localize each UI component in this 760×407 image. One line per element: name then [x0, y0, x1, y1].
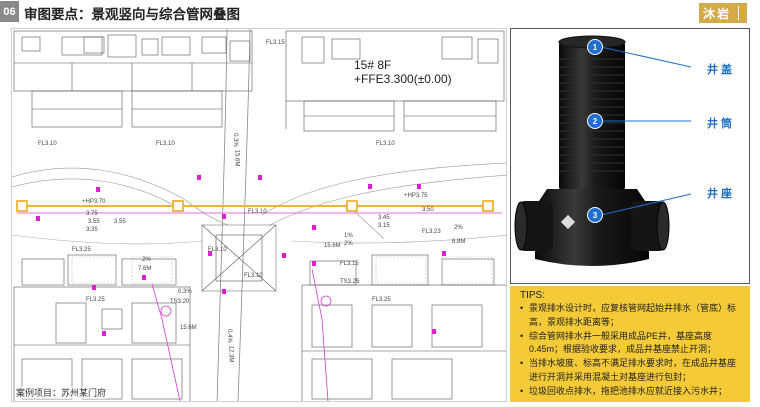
elevation-label: FL3.25: [372, 297, 391, 303]
project-label: 案例项目：苏州某门府: [16, 386, 107, 399]
tips-item: 综合管网排水井一般采用成品PE井，基座高度0.45m；根据验收要求，成品井基座禁…: [520, 330, 742, 358]
road-slope-label: 0.4%: [225, 329, 232, 343]
distance-label: 6.8M: [452, 239, 466, 245]
high-point-label: +HP3.70: [82, 199, 106, 205]
slide-header: 06 审图要点：景观竖向与综合管网叠图 沐岩: [0, 0, 760, 24]
spot-level: 3.45: [378, 215, 390, 221]
road-distance-label: 15.6M: [233, 149, 240, 167]
pe-manhole-photo-panel: 1 2 3 井盖 井筒 井座: [510, 28, 750, 284]
elevation-label: FL3.15: [340, 261, 359, 267]
elevation-label: FL3.25: [72, 247, 91, 253]
building-ffe-label: +FFE3.300(±0.00): [354, 72, 452, 86]
spot-level: 3.35: [86, 227, 98, 233]
tips-list: 景观排水设计时，应复核管网起始井排水（管底）标高，景观排水距离等； 综合管网排水…: [520, 302, 742, 399]
spot-level: 3.15: [378, 223, 390, 229]
callout-label-base: 井座: [707, 188, 735, 200]
slope-label: 1%: [344, 233, 353, 239]
slope-label: 2%: [454, 225, 463, 231]
brand-logo: 沐岩: [699, 3, 747, 23]
spot-level: 3.55: [114, 219, 126, 225]
road-slope-label: 0.3%: [231, 133, 238, 147]
site-plan-drawing: 15# 8F +FFE3.300(±0.00) FL3.15 FL3.10 FL…: [11, 28, 507, 402]
logo-mark-icon: [738, 6, 745, 20]
callout-label-shaft: 井筒: [707, 118, 735, 130]
slope-label: 2%: [344, 241, 353, 247]
slide-title: 审图要点：景观竖向与综合管网叠图: [24, 7, 240, 22]
distance-label: 7.6M: [138, 266, 152, 272]
tips-item: 垃圾回收点排水，拖把池排水应就近接入污水井；: [520, 385, 742, 399]
callout-number-base: 3: [587, 207, 603, 223]
elevation-label: TS3.20: [170, 299, 190, 305]
elevation-label: FL3.10: [248, 209, 267, 215]
elevation-label: FL3.10: [208, 247, 227, 253]
elevation-label: FL3.10: [376, 141, 395, 147]
slope-label: 2%: [142, 257, 151, 263]
elevation-label: TS3.25: [340, 279, 360, 285]
spot-level: 3.50: [422, 207, 434, 213]
spot-level: 3.75: [86, 211, 98, 217]
slope-label: 0.3%: [178, 289, 192, 295]
site-plan-linework: [12, 29, 506, 401]
road-distance-label: 12.3M: [227, 345, 234, 363]
distance-label: 15.6M: [324, 243, 341, 249]
tips-title: TIPS:: [520, 290, 546, 301]
callout-number-shaft: 2: [587, 113, 603, 129]
tips-item: 当排水坡度、标高不满足排水要求时，在成品井基座进行开洞并采用混凝土对基座进行包封…: [520, 357, 742, 385]
distance-label: 15.6M: [180, 325, 197, 331]
elevation-label: FL3.10: [156, 141, 175, 147]
elevation-label: FL3.10: [38, 141, 57, 147]
elevation-label: FL3.23: [422, 229, 441, 235]
spot-level: 3.55: [88, 219, 100, 225]
elevation-label: FL3.25: [86, 297, 105, 303]
high-point-label: +HP3.75: [404, 193, 428, 199]
brand-logo-text: 沐岩: [703, 6, 732, 21]
elevation-label: FL3.10: [244, 273, 263, 279]
elevation-label: FL3.15: [266, 40, 285, 46]
tips-panel: TIPS: 景观排水设计时，应复核管网起始井排水（管底）标高，景观排水距离等； …: [510, 286, 750, 402]
section-number-badge: 06: [0, 1, 19, 22]
building-unit-label: 15# 8F: [354, 58, 392, 72]
callout-number-cover: 1: [587, 39, 603, 55]
tips-item: 景观排水设计时，应复核管网起始井排水（管底）标高，景观排水距离等；: [520, 302, 742, 330]
callout-label-cover: 井盖: [707, 64, 735, 76]
